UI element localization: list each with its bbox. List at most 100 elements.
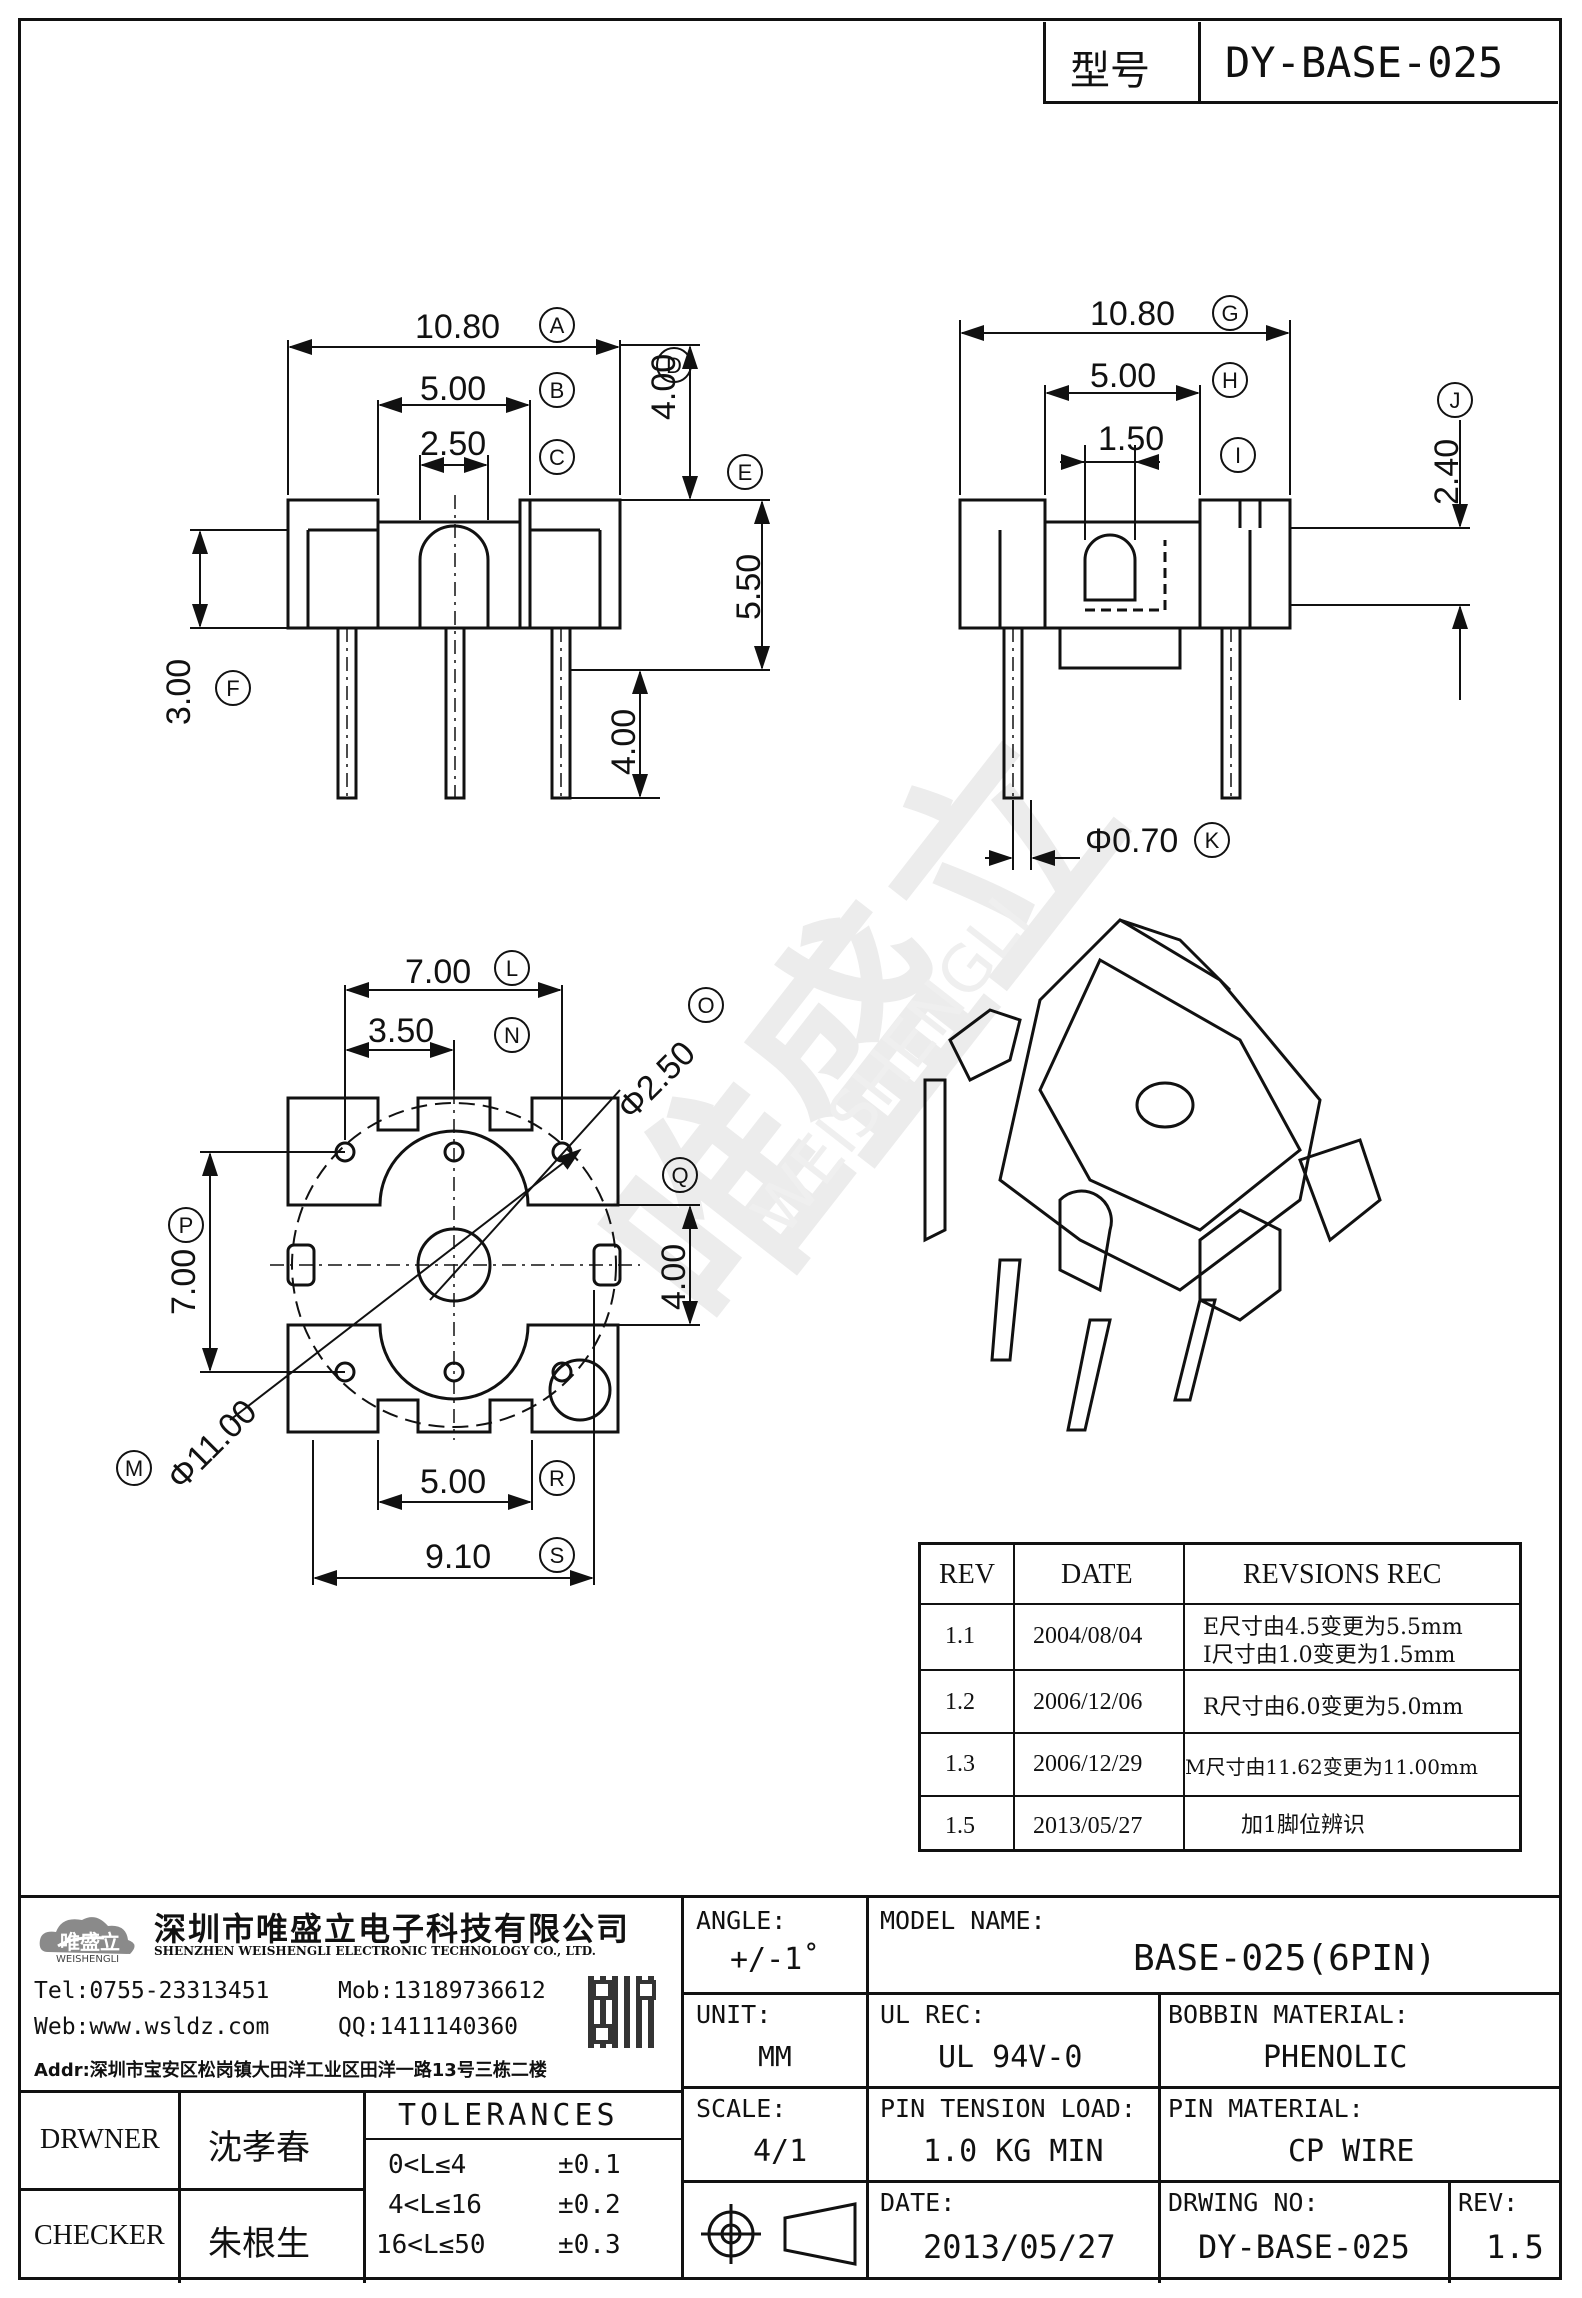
dim-letter-k: K [1205, 828, 1220, 853]
scale-value: 4/1 [753, 2134, 808, 2169]
rev-row-2-rev: 1.2 [945, 1689, 975, 1715]
dim-letter-c: C [549, 445, 565, 470]
dim-l: 7.00 [405, 953, 472, 991]
dim-c: 2.50 [420, 425, 487, 463]
dim-q: 4.00 [655, 1243, 693, 1310]
pin-tension-label: PIN TENSION LOAD: [880, 2094, 1136, 2123]
side-view [958, 498, 1292, 800]
dim-letter-g: G [1221, 301, 1238, 326]
dim-letter-q: Q [671, 1163, 688, 1188]
revision-table: REV DATE REVSIONS REC 1.1 2004/08/04 E尺寸… [918, 1542, 1522, 1852]
pin-material-label: PIN MATERIAL: [1168, 2094, 1364, 2123]
projection-symbol-icon [701, 2202, 857, 2266]
drawing-frame [18, 18, 1562, 2280]
rev-row-2-rec: R尺寸由6.0变更为5.0mm [1203, 1695, 1464, 1720]
rev-header-rec: REVSIONS REC [1243, 1559, 1442, 1590]
unit-value: MM [758, 2040, 792, 2073]
dim-i: 1.50 [1098, 420, 1165, 458]
tol-range-1: 0<L≤4 [388, 2150, 467, 2180]
company-web: Web:www.wsldz.com [34, 2014, 270, 2040]
rev-row-3-rec: M尺寸由11.62变更为11.00mm [1185, 1755, 1478, 1779]
dim-letter-n: N [504, 1023, 520, 1048]
dim-p: 7.00 [165, 1248, 203, 1315]
company-name-cn: 深圳市唯盛立电子科技有限公司 [154, 1910, 631, 1948]
ul-rec-value: UL 94V-0 [938, 2040, 1083, 2075]
bobbin-material-label: BOBBIN MATERIAL: [1168, 2000, 1409, 2029]
dim-j: 2.40 [1428, 438, 1466, 505]
dim-a: 10.80 [415, 308, 501, 346]
date-value: 2013/05/27 [923, 2228, 1116, 2266]
dim-letter-p: P [179, 1213, 194, 1238]
qr-code [588, 1976, 660, 2048]
rev-row-4-rec: 加1脚位辨识 [1241, 1813, 1365, 1838]
rev-header-date: DATE [1061, 1559, 1133, 1590]
rev-row-1-rev: 1.1 [945, 1623, 975, 1649]
model-box-divider [1198, 22, 1201, 102]
checker-value: 朱根生 [208, 2224, 310, 2264]
bottom-view [270, 1090, 640, 1440]
dim-letter-l: L [506, 956, 518, 981]
model-name-value: BASE-025(6PIN) [1133, 1938, 1437, 1979]
title-block: 唯盛立 WEISHENGLI 深圳市唯盛立电子科技有限公司 SHENZHEN W… [18, 1895, 1562, 2283]
pin-tension-value: 1.0 KG MIN [923, 2134, 1104, 2169]
drawing-no-label: DRWING NO: [1168, 2188, 1319, 2217]
model-box [1043, 22, 1558, 104]
dim-letter-h: H [1222, 368, 1238, 393]
dim-letter-b: B [550, 378, 565, 403]
rev-value: 1.5 [1486, 2228, 1544, 2266]
dim-b: 5.00 [420, 370, 487, 408]
dim-letter-j: J [1450, 388, 1461, 413]
dim-g: 10.80 [1090, 295, 1176, 333]
tol-value-3: ±0.3 [558, 2230, 621, 2260]
tolerances-title: TOLERANCES [398, 2098, 619, 2133]
dim-e: 5.50 [730, 553, 768, 620]
front-view [286, 495, 622, 800]
dim-r: 5.00 [420, 1463, 487, 1501]
angle-value: +/-1˚ [730, 1942, 821, 1977]
company-qq: QQ:1411140360 [338, 2014, 519, 2040]
pin-material-value: CP WIRE [1288, 2134, 1415, 2169]
logo-cn: 唯盛立 [60, 1930, 120, 1954]
drawer-label: DRWNER [40, 2124, 160, 2155]
dim-letter-r: R [549, 1466, 565, 1491]
dim-letter-f: F [226, 676, 239, 701]
company-addr: Addr:深圳市宝安区松岗镇大田洋工业区田洋一路13号三栋二楼 [34, 2060, 547, 2081]
bobbin-material-value: PHENOLIC [1263, 2040, 1408, 2075]
checker-label: CHECKER [34, 2220, 165, 2251]
tol-value-2: ±0.2 [558, 2190, 621, 2220]
rev-row-1-rec: E尺寸由4.5变更为5.5mm [1203, 1615, 1463, 1640]
rev-label: REV: [1458, 2188, 1519, 2217]
dim-n: 3.50 [368, 1012, 435, 1050]
dim-letter-d: D [666, 353, 682, 378]
rev-row-3-rev: 1.3 [945, 1751, 975, 1777]
scale-label: SCALE: [696, 2094, 787, 2123]
dim-f: 3.00 [160, 658, 198, 725]
model-box-label: 型号 [1070, 48, 1150, 94]
rev-header-rev: REV [939, 1559, 995, 1590]
drawing-no-value: DY-BASE-025 [1198, 2228, 1410, 2266]
dim-d: 4.00 [645, 353, 683, 420]
rev-row-2-date: 2006/12/06 [1033, 1689, 1143, 1715]
model-box-value: DY-BASE-025 [1225, 38, 1504, 87]
dim-letter-o: O [697, 993, 714, 1018]
dim-letter-i: I [1235, 443, 1241, 468]
rev-row-4-rev: 1.5 [945, 1813, 975, 1839]
tol-value-1: ±0.1 [558, 2150, 621, 2180]
company-logo: 唯盛立 WEISHENGLI [34, 1908, 144, 1968]
tol-range-2: 4<L≤16 [388, 2190, 482, 2220]
dim-h: 5.00 [1090, 357, 1157, 395]
company-name-en: SHENZHEN WEISHENGLI ELECTRONIC TECHNOLOG… [154, 1944, 596, 1958]
rev-row-1-rec2: I尺寸由1.0变更为1.5mm [1203, 1643, 1456, 1668]
dim-k: Φ0.70 [1085, 822, 1179, 860]
angle-label: ANGLE: [696, 1906, 787, 1935]
isometric-view [923, 918, 1382, 1432]
dim-pin-length: 4.00 [605, 708, 643, 775]
dim-letter-s: S [550, 1543, 565, 1568]
cloud-logo-icon [39, 1917, 135, 1954]
dim-letter-m: M [125, 1456, 143, 1481]
company-tel: Tel:0755-23313451 [34, 1978, 270, 2004]
dim-letter-circles [116, 295, 1473, 1573]
rev-row-4-date: 2013/05/27 [1033, 1813, 1143, 1839]
drawer-value: 沈孝春 [208, 2128, 310, 2168]
logo-en: WEISHENGLI [56, 1954, 120, 1965]
